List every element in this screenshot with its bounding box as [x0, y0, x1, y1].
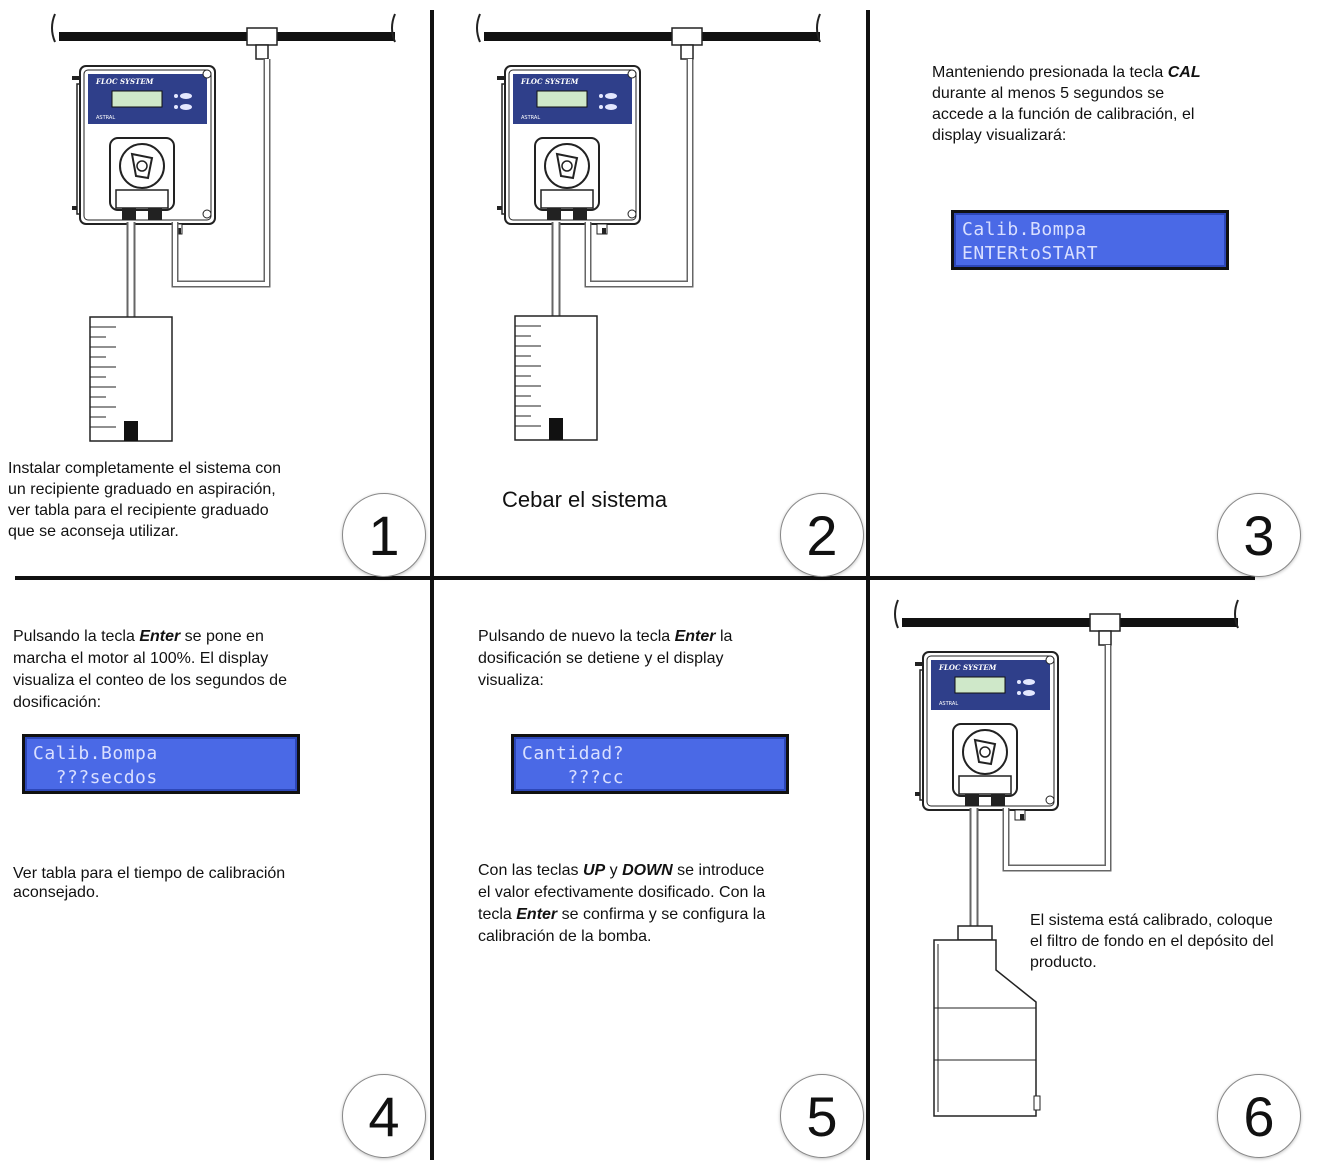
display-line-1: Cantidad?	[522, 743, 625, 764]
step-number-6: 6	[1217, 1074, 1301, 1158]
panel-3-line: durante al menos 5 segundos se	[932, 85, 1165, 102]
panel-3-text: Manteniendo presionada la tecla CAL dura…	[932, 62, 1262, 146]
step-number-4: 4	[342, 1074, 426, 1158]
panel-6-line: el filtro de fondo en el depósito del	[1030, 933, 1274, 950]
vertical-divider-right	[866, 10, 870, 1160]
display-line-2: ???cc	[522, 767, 625, 788]
panel-5-display: Cantidad? ???cc	[511, 734, 789, 794]
panel-1-line: ver tabla para el recipiente graduado	[8, 502, 269, 519]
panel-5-note-line: Con las teclas UP y DOWN se introduce	[478, 862, 765, 879]
tank-icon	[933, 925, 1041, 1117]
pipe-icon	[476, 13, 821, 60]
panel-4-line: Pulsando la tecla Enter se pone en	[13, 628, 264, 645]
panel-5-line: Pulsando de nuevo la tecla Enter la	[478, 628, 733, 645]
panel-5-line: visualiza:	[478, 672, 544, 689]
step-number-1: 1	[342, 493, 426, 577]
panel-6-line: El sistema está calibrado, coloque	[1030, 912, 1273, 929]
pipe-icon	[51, 13, 396, 60]
panel-5-note-line: tecla Enter se confirma y se configura l…	[478, 906, 766, 923]
horizontal-divider	[15, 576, 1255, 580]
display-line-1: Calib.Bompa	[33, 743, 158, 764]
step-number-3: 3	[1217, 493, 1301, 577]
panel-3-line: accede a la función de calibración, el	[932, 106, 1195, 123]
panel-6-text: El sistema está calibrado, coloque el fi…	[1030, 910, 1315, 973]
panel-6-illustration	[894, 599, 1239, 1117]
panel-5-line: dosificación se detiene y el display	[478, 650, 724, 667]
panel-1-line: un recipiente graduado en aspiración,	[8, 481, 276, 498]
step-number-2: 2	[780, 493, 864, 577]
panel-4-line: marcha el motor al 100%. El display	[13, 650, 269, 667]
panel-4-note-line: Ver tabla para el tiempo de calibración	[13, 865, 286, 882]
panel-4-line: visualiza el conteo de los segundos de	[13, 672, 287, 689]
panel-5-note-line: calibración de la bomba.	[478, 928, 652, 945]
pump-icon	[496, 65, 641, 235]
panel-6-line: producto.	[1030, 954, 1097, 971]
panel-3-line: display visualizará:	[932, 127, 1067, 144]
vertical-divider-left	[430, 10, 434, 1160]
panel-5-note-line: el valor efectivamente dosificado. Con l…	[478, 884, 766, 901]
panel-5-note: Con las teclas UP y DOWN se introduce el…	[478, 860, 823, 948]
panel-3-display: Calib.Bompa ENTERtoSTART	[951, 210, 1229, 270]
panel-4-text: Pulsando la tecla Enter se pone en march…	[13, 626, 343, 714]
pipe-icon	[894, 599, 1239, 646]
panel-2-caption: Cebar el sistema	[502, 487, 668, 512]
panel-4-note-line: aconsejado.	[13, 884, 100, 901]
display-line-1: Calib.Bompa	[962, 219, 1087, 240]
panel-2-illustration	[476, 13, 821, 441]
step-number-5: 5	[780, 1074, 864, 1158]
display-line-2: ENTERtoSTART	[962, 243, 1099, 264]
panel-1-text: Instalar completamente el sistema con un…	[8, 458, 338, 542]
panel-5-text: Pulsando de nuevo la tecla Enter la dosi…	[478, 626, 818, 692]
panel-4-line: dosificación:	[13, 694, 102, 711]
panel-1-line: que se aconseja utilizar.	[8, 523, 179, 540]
panel-4-display: Calib.Bompa ???secdos	[22, 734, 300, 794]
panel-3-line: Manteniendo presionada la tecla CAL	[932, 64, 1201, 81]
display-line-2: ???secdos	[33, 767, 158, 788]
panel-1-line: Instalar completamente el sistema con	[8, 460, 282, 477]
pump-icon	[71, 65, 216, 235]
pump-icon	[914, 651, 1059, 821]
panel-4-note: Ver tabla para el tiempo de calibración …	[13, 864, 343, 902]
panel-1-illustration	[51, 13, 396, 442]
